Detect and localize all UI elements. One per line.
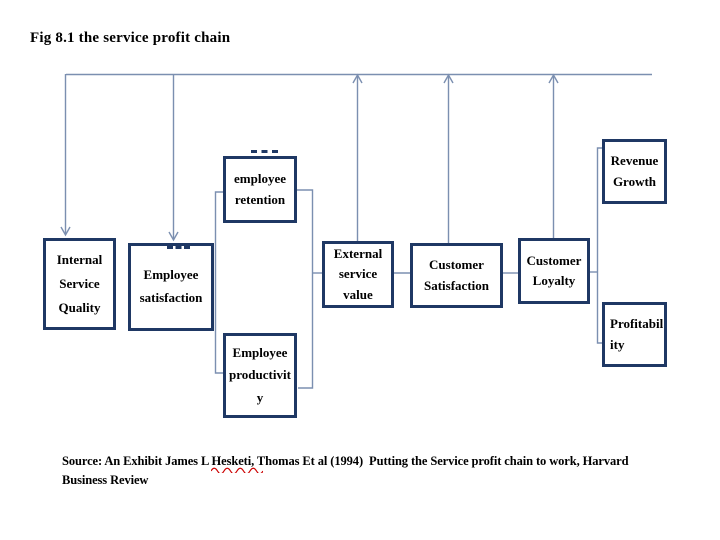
node-profitability: Profitabil ity xyxy=(602,302,667,367)
arrow-up-from-customer-satisfaction-icon xyxy=(443,73,454,243)
source-citation-line-2: Business Review xyxy=(62,473,149,487)
source-citation: Source: An Exhibit James L Hesketi, Thom… xyxy=(62,452,629,490)
node-employee-satisfaction: Employee satisfaction xyxy=(128,243,214,331)
node-internal-service-quality: Internal Service Quality xyxy=(43,238,116,330)
node-external-service-value: External service value xyxy=(322,241,394,308)
bracket-right-connector xyxy=(297,189,314,389)
arrow-down-to-employee-satisfaction-icon xyxy=(168,74,179,242)
figure-title: Fig 8.1 the service profit chain xyxy=(30,30,231,46)
arrow-up-from-customer-loyalty-icon xyxy=(548,73,559,238)
dash-anchor-mark-icon xyxy=(167,246,190,249)
node-customer-satisfaction: Customer Satisfaction xyxy=(410,243,503,308)
arrow-down-to-internal-service-quality-icon xyxy=(60,74,71,237)
node-revenue-growth: Revenue Growth xyxy=(602,139,667,204)
node-customer-loyalty: Customer Loyalty xyxy=(518,238,590,304)
arrow-up-from-external-service-value-icon xyxy=(352,73,363,241)
spellcheck-squiggle-icon xyxy=(211,467,263,473)
dash-anchor-mark-icon xyxy=(251,150,278,153)
fork-to-revenue-growth-and-profitability xyxy=(589,147,602,344)
bracket-left-connector xyxy=(214,191,224,374)
node-employee-productivity: Employee productivit y xyxy=(223,333,297,418)
source-citation-line-1: Source: An Exhibit James L Hesketi, Thom… xyxy=(62,454,629,468)
node-employee-retention: employee retention xyxy=(223,156,297,223)
